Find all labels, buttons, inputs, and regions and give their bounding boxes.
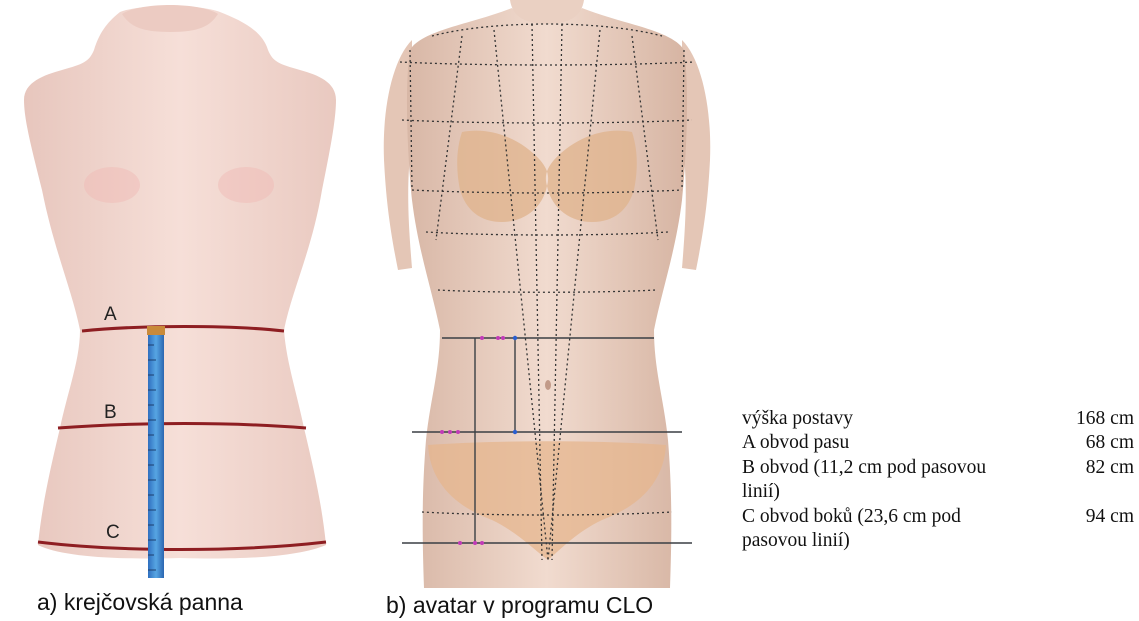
- dress-form-image: A B C: [0, 0, 340, 580]
- measurement-value: 68 cm: [1002, 431, 1134, 455]
- caption-dress-form: a) krejčovská panna: [37, 589, 243, 616]
- tape-measure: [148, 330, 164, 578]
- measurement-row: A obvod pasu 68 cm: [742, 431, 1134, 455]
- measurement-label: C obvod boků (23,6 cm pod pasovou linií): [742, 505, 1002, 554]
- measurement-value: 168 cm: [1002, 407, 1134, 431]
- measurement-label: B obvod (11,2 cm pod pasovou linií): [742, 456, 1002, 505]
- dress-form-body: [24, 6, 336, 558]
- measurement-value: 82 cm: [1002, 456, 1134, 505]
- caption-avatar: b) avatar v programu CLO: [386, 592, 653, 619]
- marker-b: B: [104, 402, 117, 423]
- clo-avatar-image: [372, 0, 722, 588]
- tape-measure-tip: [147, 326, 165, 335]
- measurements-table: výška postavy 168 cm A obvod pasu 68 cm …: [742, 407, 1134, 553]
- measurement-label: A obvod pasu: [742, 431, 1002, 455]
- marker-c: C: [106, 522, 120, 543]
- avatar-navel: [545, 380, 551, 390]
- measurement-value: 94 cm: [1002, 505, 1134, 554]
- marker-a: A: [104, 304, 117, 325]
- measurement-row: C obvod boků (23,6 cm pod pasovou linií)…: [742, 505, 1134, 554]
- measurement-row: výška postavy 168 cm: [742, 407, 1134, 431]
- dress-form-figure: A B C: [0, 0, 340, 580]
- bust-shade-right: [218, 167, 274, 203]
- measurement-row: B obvod (11,2 cm pod pasovou linií) 82 c…: [742, 456, 1134, 505]
- bust-shade-left: [84, 167, 140, 203]
- avatar-figure: [372, 0, 722, 588]
- measurement-label: výška postavy: [742, 407, 1002, 431]
